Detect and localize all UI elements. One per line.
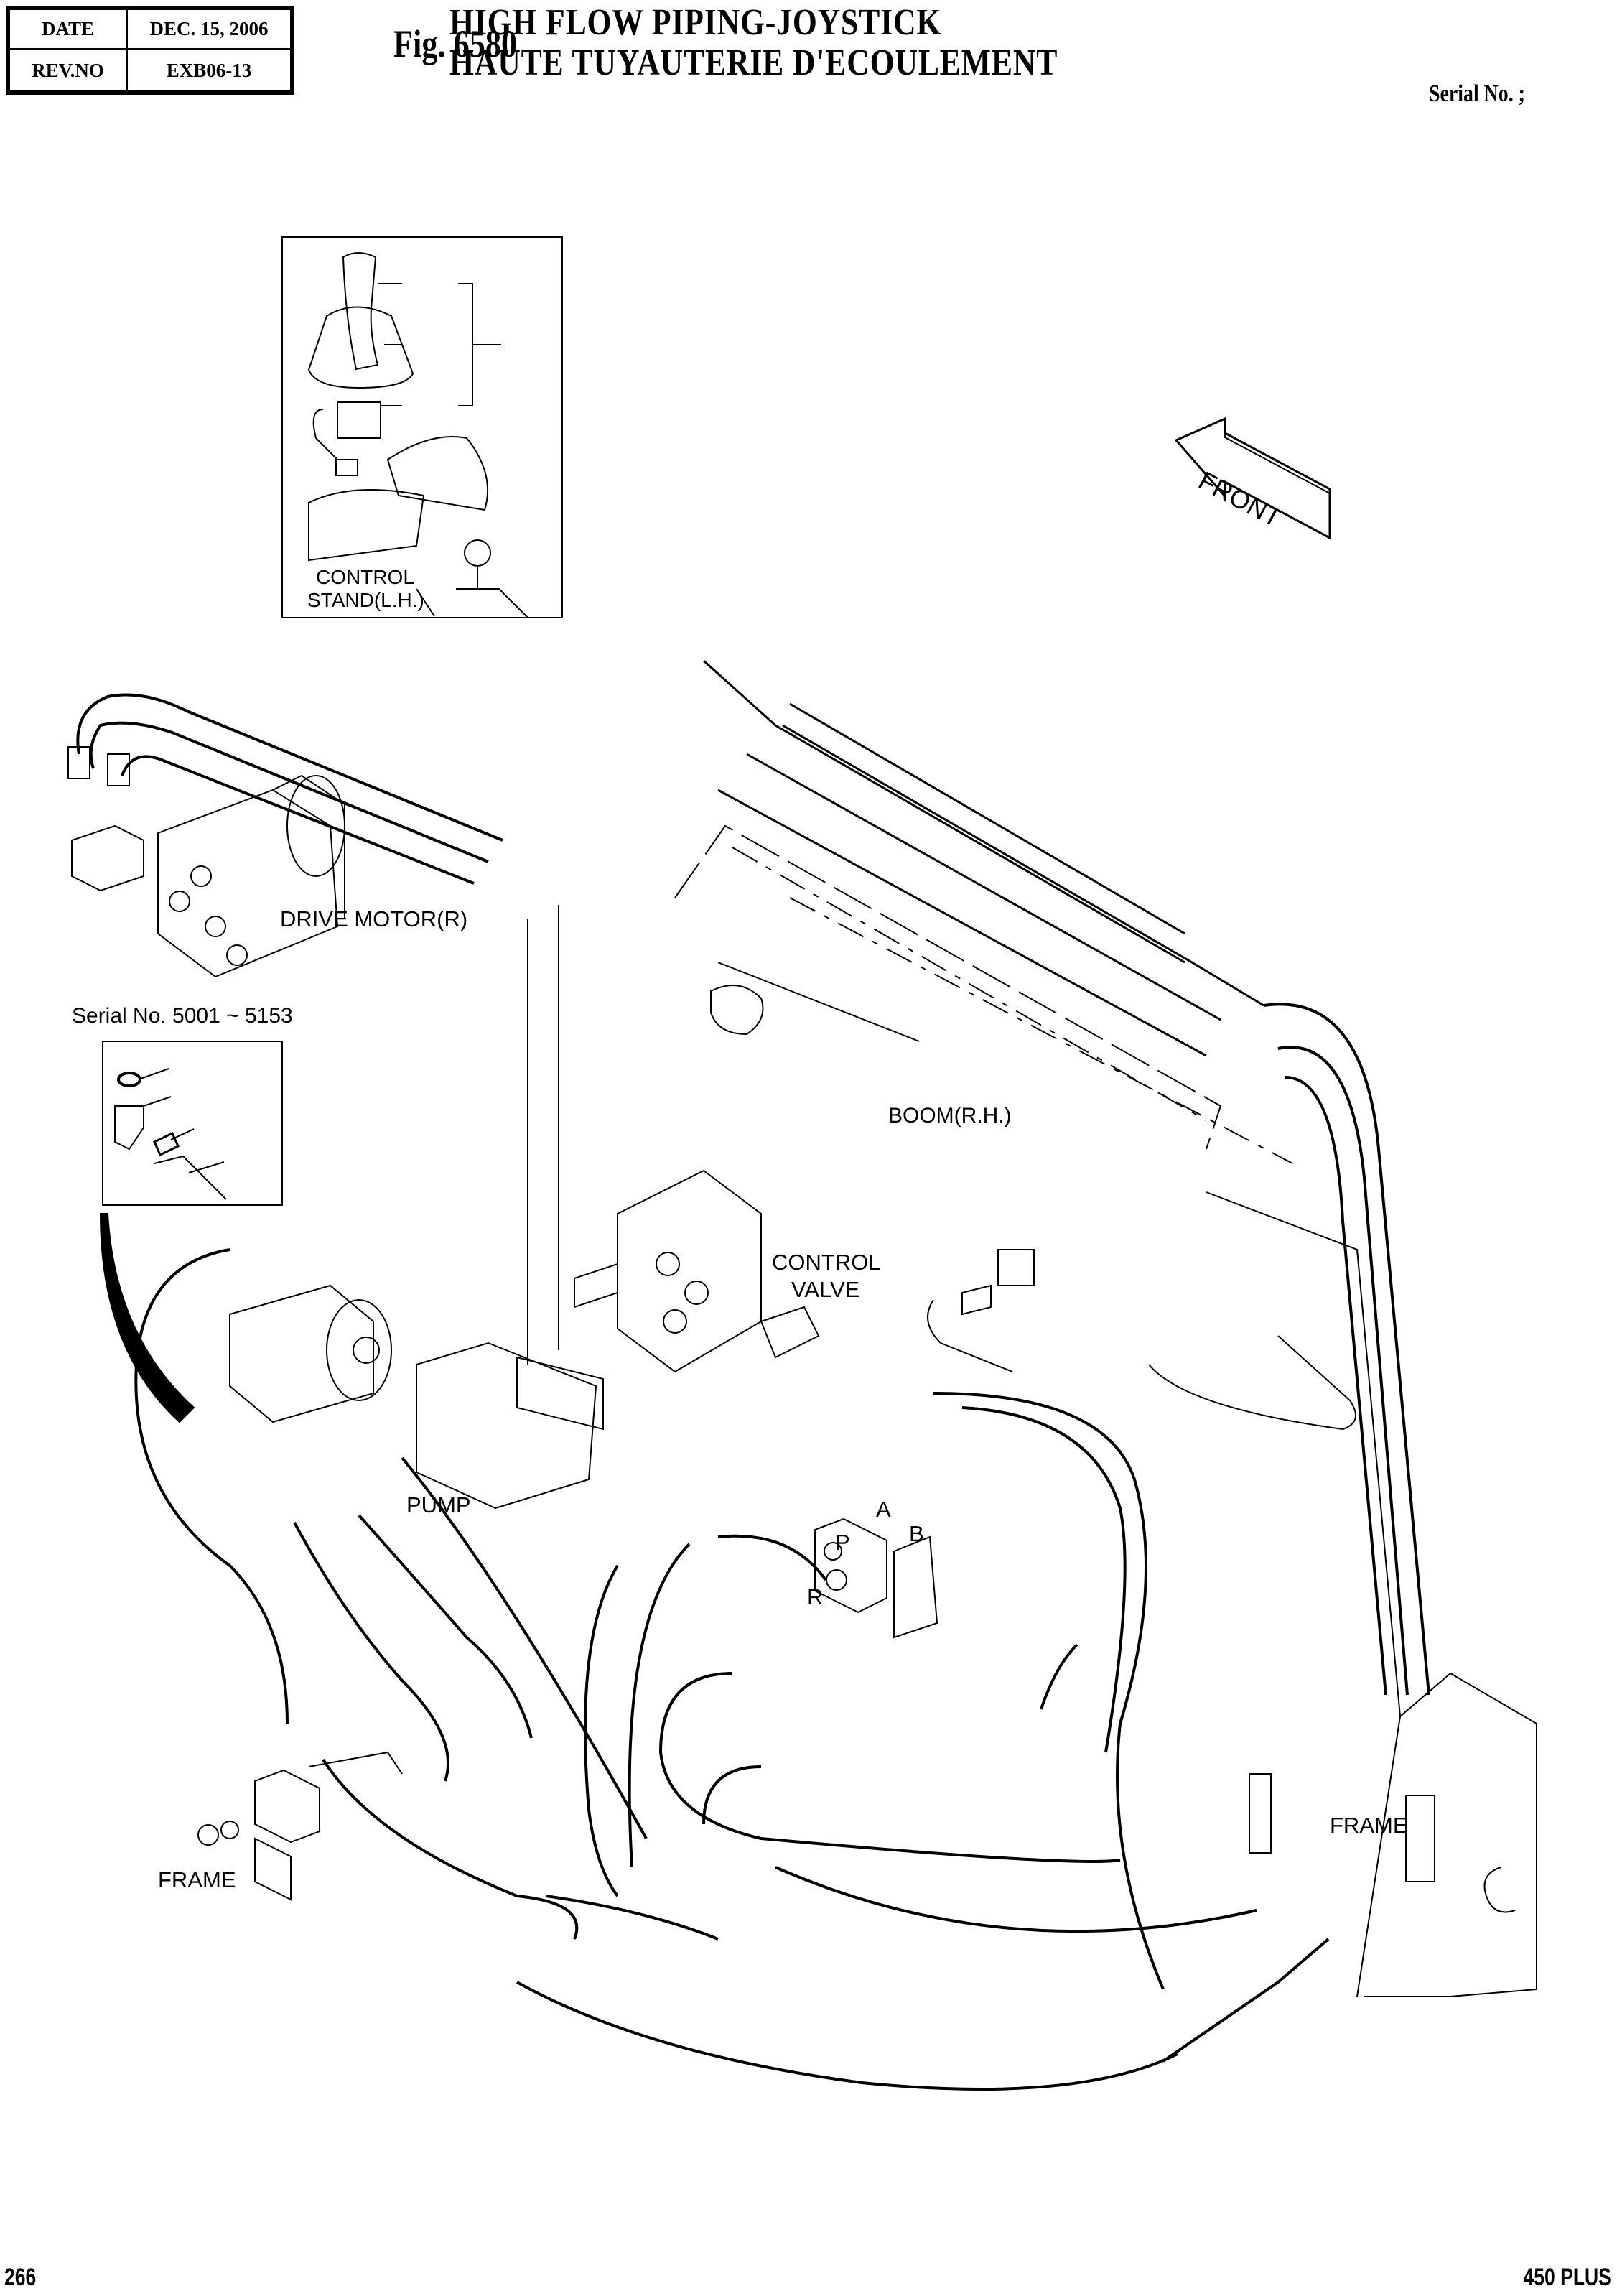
inset-pointer [99, 1213, 195, 1423]
title-english: HIGH FLOW PIPING-JOYSTICK [449, 2, 942, 43]
label-control-stand-line2: STAND(L.H.) [307, 589, 424, 611]
label-boom: BOOM(R.H.) [888, 1104, 1012, 1128]
lower-hoses [134, 1248, 1330, 2091]
label-pump: PUMP [406, 1492, 471, 1518]
upper-hoses [67, 693, 503, 885]
page-number: 266 [4, 2264, 37, 2291]
label-port-b: B [909, 1521, 924, 1546]
front-arrow [1174, 417, 1331, 540]
label-drive-motor: DRIVE MOTOR(R) [280, 906, 468, 931]
serial-label: Serial No. ; [1429, 80, 1525, 107]
date-label: DATE [10, 10, 128, 50]
title-french: HAUTE TUYAUTERIE D'ECOULEMENT [449, 42, 1058, 83]
date-value: DEC. 15, 2006 [128, 10, 290, 50]
label-port-r: R [807, 1584, 824, 1609]
boom-outline [674, 824, 1222, 1150]
drive-motor [71, 774, 345, 978]
control-valve [574, 1169, 820, 1373]
serial-inset [102, 1041, 283, 1206]
label-port-p: P [835, 1530, 850, 1555]
label-control-valve-line1: CONTROL [772, 1250, 881, 1275]
label-control-valve-line2: VALVE [791, 1277, 860, 1302]
frame-right [1148, 1191, 1537, 1997]
label-port-a: A [876, 1497, 891, 1522]
rev-label: REV.NO [10, 50, 128, 90]
model-name: 450 PLUS [1523, 2264, 1611, 2291]
label-control-stand-line1: CONTROL [316, 566, 414, 588]
frame-left-bracket [197, 1751, 403, 1901]
label-frame-right: FRAME [1330, 1813, 1408, 1838]
control-stand-inset [281, 236, 563, 618]
connector [927, 1249, 1035, 1372]
figure-number: Fig. 6580 [393, 22, 518, 65]
pump [229, 1284, 604, 1510]
right-hoses [1263, 1003, 1430, 1696]
rev-value: EXB06-13 [166, 59, 252, 81]
boom-tubes [702, 659, 1264, 1057]
guide-lines [527, 847, 1293, 1365]
label-serial-range: Serial No. 5001 ~ 5153 [72, 1004, 293, 1028]
label-frame-left: FRAME [158, 1867, 236, 1892]
revision-table: DATE DEC. 15, 2006 REV.NO EXB06-13 [6, 6, 294, 95]
relief-block [814, 1518, 938, 1639]
